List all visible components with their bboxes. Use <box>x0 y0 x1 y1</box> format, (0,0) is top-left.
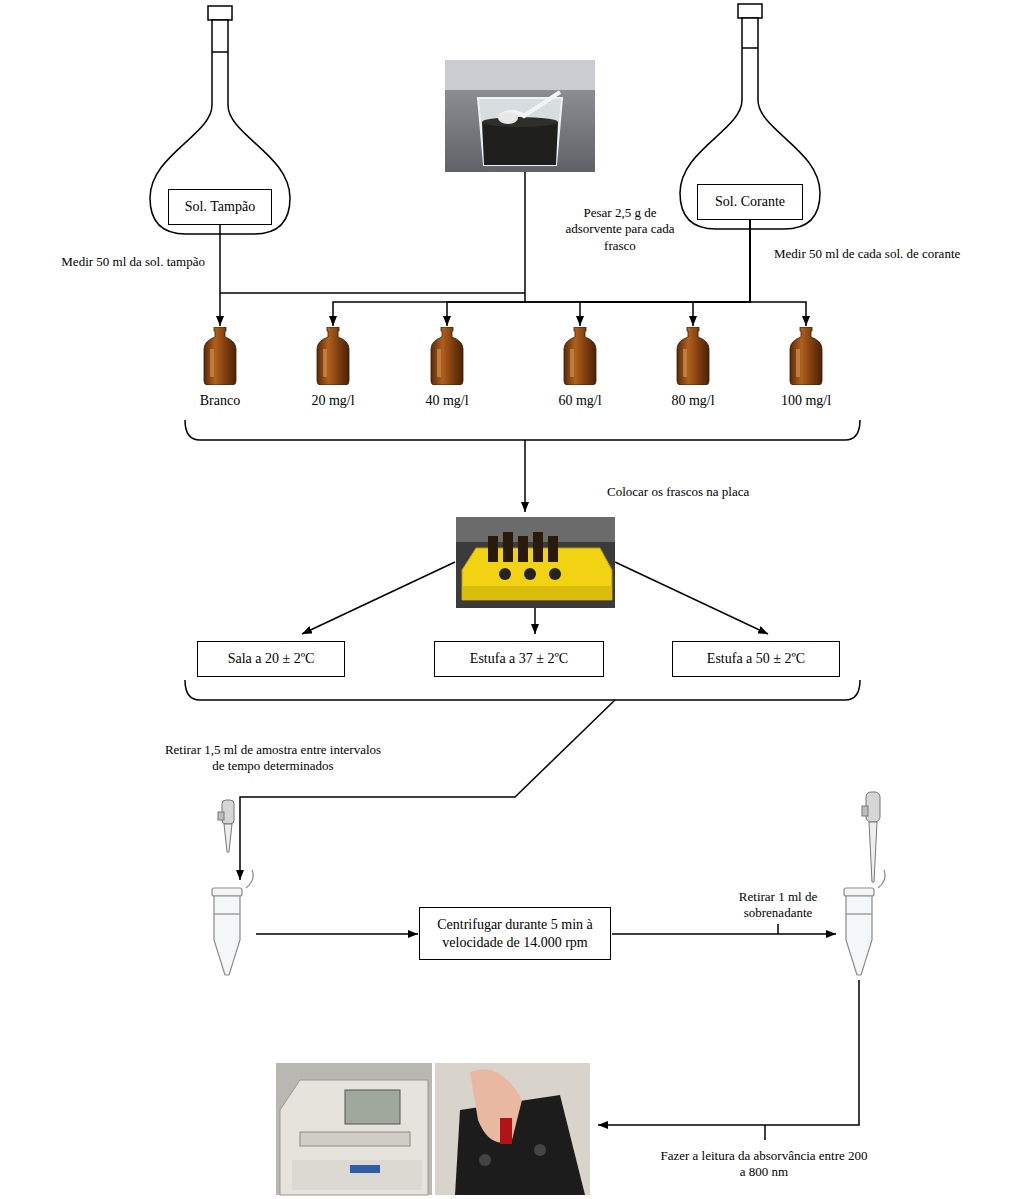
process-box: Sol. Tampão <box>168 189 272 225</box>
bottle-label: 80 mg/l <box>653 393 733 410</box>
amber-bottle <box>562 327 598 385</box>
box-text: Centrifugar durante 5 min à velocidade d… <box>432 916 598 951</box>
sample-bottle: 60 mg/l <box>540 327 620 410</box>
pipette-icon <box>862 792 880 882</box>
plate-photo <box>456 517 615 608</box>
volumetric-flask <box>680 4 820 229</box>
step-note: Fazer a leitura da absorvância entre 200… <box>656 1148 872 1181</box>
pipette-icon <box>218 800 234 852</box>
amber-bottle <box>429 327 465 385</box>
step-note: Retirar 1 ml de sobrenadante <box>724 889 832 922</box>
process-box: Sol. Corante <box>697 184 803 220</box>
step-note: Retirar 1,5 ml de amostra entre interval… <box>158 742 388 775</box>
volumetric-flask <box>150 6 290 234</box>
spectrophotometer-photo <box>276 1063 432 1195</box>
process-box: Sala a 20 ± 2ºC <box>197 641 345 677</box>
sample-bottle: 20 mg/l <box>293 327 373 410</box>
process-box: Estufa a 50 ± 2ºC <box>672 641 840 677</box>
flow-connector <box>750 220 806 327</box>
tube-icon <box>212 870 253 975</box>
step-note: Medir 50 ml de cada sol. de corante <box>774 246 1004 262</box>
bottle-label: 20 mg/l <box>293 393 373 410</box>
bracket <box>185 420 860 512</box>
tube-icon <box>844 870 885 975</box>
step-note: Pesar 2,5 g de adsorvente para cada fras… <box>556 205 684 254</box>
amber-bottle <box>675 327 711 385</box>
process-box: Centrifugar durante 5 min à velocidade d… <box>419 907 611 960</box>
step-note: Colocar os frascos na placa <box>607 484 837 500</box>
process-box: Estufa a 37 ± 2ºC <box>434 641 604 677</box>
box-text: Sala a 20 ± 2ºC <box>210 650 332 668</box>
bracket <box>185 680 860 880</box>
box-text: Sol. Corante <box>710 193 790 211</box>
flow-arrow <box>302 562 768 634</box>
sample-bottle: Branco <box>180 327 260 410</box>
cuvette-photo <box>435 1063 590 1195</box>
box-text: Sol. Tampão <box>181 198 259 216</box>
step-note: Medir 50 ml da sol. tampão <box>10 254 205 270</box>
sample-bottle: 100 mg/l <box>766 327 846 410</box>
amber-bottle <box>315 327 351 385</box>
amber-bottle <box>202 327 238 385</box>
amber-bottle <box>788 327 824 385</box>
box-text: Estufa a 37 ± 2ºC <box>447 650 591 668</box>
bottle-label: 100 mg/l <box>766 393 846 410</box>
flow-connector <box>333 220 750 327</box>
flow-connector <box>219 225 221 327</box>
bottle-label: 60 mg/l <box>540 393 620 410</box>
box-text: Estufa a 50 ± 2ºC <box>685 650 827 668</box>
flow-arrow <box>598 980 859 1140</box>
bottle-label: Branco <box>180 393 260 410</box>
sample-bottle: 80 mg/l <box>653 327 733 410</box>
sample-bottle: 40 mg/l <box>407 327 487 410</box>
adsorbent-photo <box>445 60 595 172</box>
flow-connector <box>693 220 750 327</box>
bottle-label: 40 mg/l <box>407 393 487 410</box>
